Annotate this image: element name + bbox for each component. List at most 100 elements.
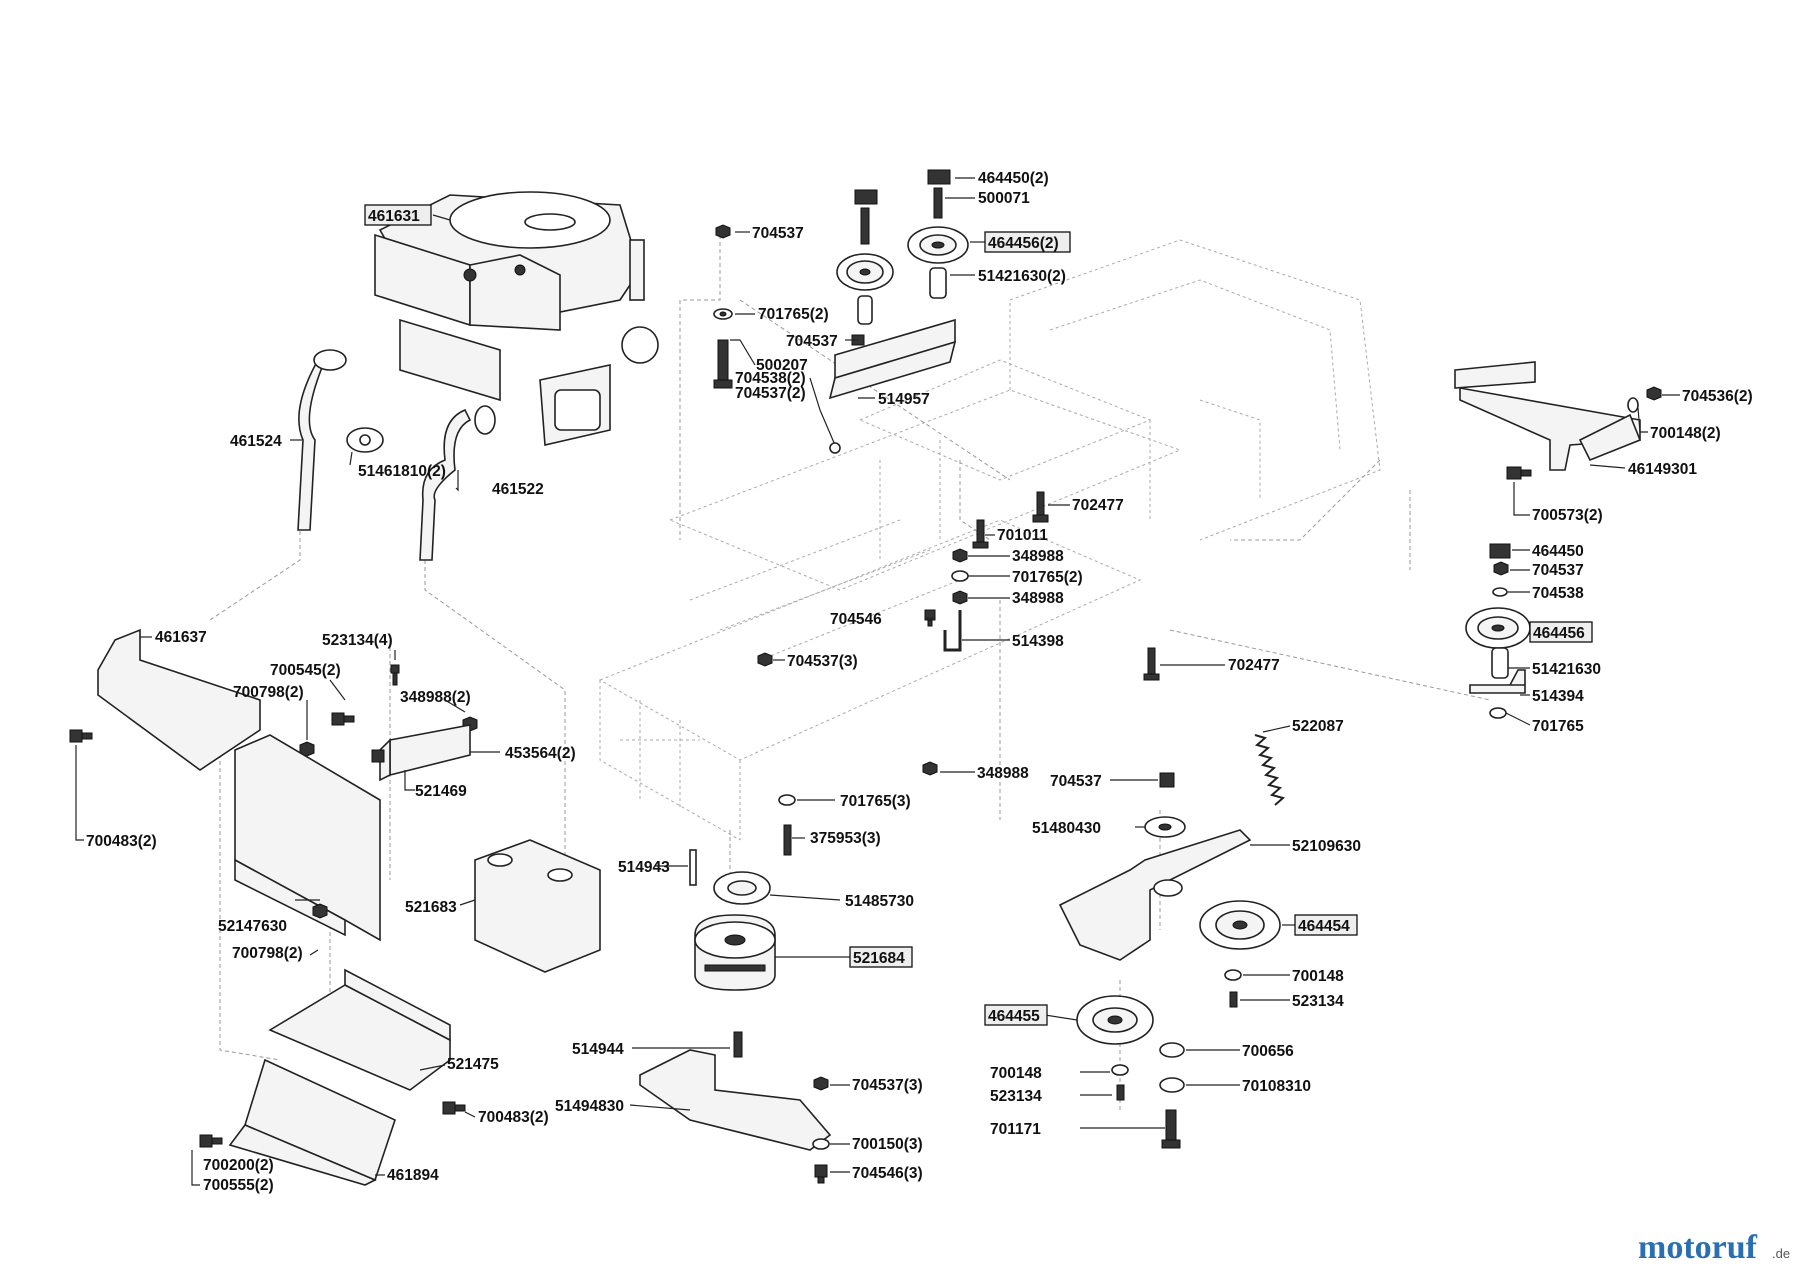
bolt-523134-b[interactable]: [1116, 1084, 1125, 1101]
nut-704537-d[interactable]: [1159, 772, 1175, 788]
nut-464450-a[interactable]: [854, 189, 878, 205]
bolt-514944[interactable]: [733, 1031, 743, 1058]
label-461631: 461631: [368, 208, 420, 225]
label-704537-a: 704537: [752, 225, 804, 242]
label-521683: 521683: [405, 899, 457, 916]
label-514943: 514943: [618, 859, 670, 876]
washer-700150-3[interactable]: [812, 1138, 830, 1150]
label-701765-2b: 701765(2): [1012, 569, 1083, 586]
bracket-46149301[interactable]: [1454, 361, 1642, 471]
label-464454: 464454: [1298, 918, 1350, 935]
washer-701765-a[interactable]: [713, 308, 733, 320]
pulley-464456[interactable]: [1465, 607, 1531, 649]
bolt-700545-2[interactable]: [331, 712, 355, 726]
washer-700148-a[interactable]: [1224, 969, 1242, 981]
bolt-702477-a[interactable]: [1032, 491, 1049, 523]
label-500207: 500207: [756, 357, 808, 374]
idler-arm-52109630[interactable]: [1058, 829, 1252, 961]
nut-464450-b[interactable]: [1489, 543, 1511, 559]
label-70108310: 70108310: [1242, 1078, 1311, 1095]
label-700148: 700148: [1292, 968, 1344, 985]
label-521469: 521469: [415, 783, 467, 800]
washer-700656[interactable]: [1159, 1042, 1185, 1058]
pulley-a[interactable]: [836, 253, 894, 291]
bolt-700483-2a[interactable]: [69, 729, 93, 743]
bolt-a[interactable]: [860, 207, 870, 245]
exhaust-pipe-461522[interactable]: [419, 405, 496, 561]
spacer-a[interactable]: [857, 295, 873, 325]
label-701011: 701011: [997, 527, 1048, 544]
nut-704537-3b[interactable]: [813, 1076, 829, 1091]
nut-704537-c[interactable]: [1493, 561, 1509, 576]
bracket-514394[interactable]: [1469, 669, 1526, 694]
clutch-521684[interactable]: [694, 914, 776, 991]
pulley-464455[interactable]: [1076, 995, 1154, 1045]
washer-701765-3[interactable]: [778, 794, 796, 806]
bolt-700483-2b[interactable]: [442, 1101, 466, 1115]
bolt-523134-a[interactable]: [1229, 991, 1238, 1008]
label-704537-b: 704537: [786, 333, 838, 350]
label-700150-3: 700150(3): [852, 1136, 923, 1153]
label-348988-c: 348988: [977, 765, 1029, 782]
bolt-500207[interactable]: [713, 339, 733, 389]
key-514943[interactable]: [689, 849, 697, 886]
pulley-51485730[interactable]: [713, 871, 771, 905]
bolt-375953-3[interactable]: [783, 824, 792, 856]
gasket-51461810[interactable]: [346, 427, 384, 453]
muffler-521683[interactable]: [474, 839, 601, 973]
nut-704537-a[interactable]: [715, 224, 731, 239]
label-700798-2a: 700798(2): [233, 684, 304, 701]
spring-522087[interactable]: [1254, 734, 1286, 806]
label-522087: 522087: [1292, 718, 1344, 735]
washer-701765-b[interactable]: [951, 570, 969, 582]
bolt-702477-b[interactable]: [1143, 647, 1160, 681]
bolt-523134-4[interactable]: [390, 664, 400, 686]
nut-348988-c[interactable]: [922, 761, 938, 776]
heat-shield-52147630[interactable]: [234, 734, 381, 942]
bracket-521469[interactable]: [371, 749, 385, 763]
washer-704538[interactable]: [1492, 587, 1508, 597]
bracket-51494830[interactable]: [639, 1049, 832, 1151]
guard-461637[interactable]: [97, 628, 261, 771]
nut-704537-3a[interactable]: [757, 652, 773, 667]
pulley-464456-2[interactable]: [907, 226, 969, 264]
label-704537-2: 704537(2): [735, 385, 806, 402]
label-521684: 521684: [853, 950, 905, 967]
bolt-700573-2[interactable]: [1506, 466, 1532, 480]
hook-514398[interactable]: [943, 610, 962, 652]
exhaust-pipe-461524[interactable]: [297, 349, 347, 531]
nut-464450-2[interactable]: [927, 169, 951, 185]
plate-521475[interactable]: [268, 968, 451, 1091]
bolt-701171[interactable]: [1161, 1109, 1181, 1149]
label-700483-2b: 700483(2): [478, 1109, 549, 1126]
label-461637: 461637: [155, 629, 207, 646]
link-rod-704538[interactable]: [819, 409, 841, 454]
bolt-704546[interactable]: [924, 609, 936, 627]
washer-700148-2[interactable]: [1627, 397, 1639, 413]
washer-700148-b[interactable]: [1111, 1064, 1129, 1076]
bolt-700200-2[interactable]: [199, 1134, 223, 1148]
guard-461894[interactable]: [228, 1058, 396, 1186]
engine-461631[interactable]: [374, 191, 659, 446]
bracket-514957[interactable]: [828, 318, 957, 400]
washer-701765-c[interactable]: [1489, 707, 1507, 719]
spacer-51421630-2[interactable]: [929, 267, 947, 299]
washer-70108310[interactable]: [1159, 1077, 1185, 1093]
label-500071: 500071: [978, 190, 1030, 207]
bolt-704546-3[interactable]: [814, 1164, 828, 1184]
label-700573-2: 700573(2): [1532, 507, 1603, 524]
label-514398: 514398: [1012, 633, 1064, 650]
bracket-453564-2[interactable]: [379, 724, 471, 782]
nut-704536-2[interactable]: [1646, 386, 1662, 401]
label-700555-2: 700555(2): [203, 1177, 274, 1194]
spacer-51480430[interactable]: [1144, 816, 1186, 838]
spacer-51421630[interactable]: [1491, 647, 1509, 679]
nut-348988-a[interactable]: [952, 548, 968, 563]
nut-700798-2b[interactable]: [312, 903, 328, 919]
nut-348988-b[interactable]: [952, 590, 968, 605]
bolt-701011[interactable]: [972, 519, 989, 549]
motoruf-logo[interactable]: motoruf .de: [1638, 1229, 1790, 1266]
label-514957: 514957: [878, 391, 930, 408]
bolt-500071[interactable]: [933, 187, 943, 219]
pulley-464454[interactable]: [1199, 900, 1281, 950]
